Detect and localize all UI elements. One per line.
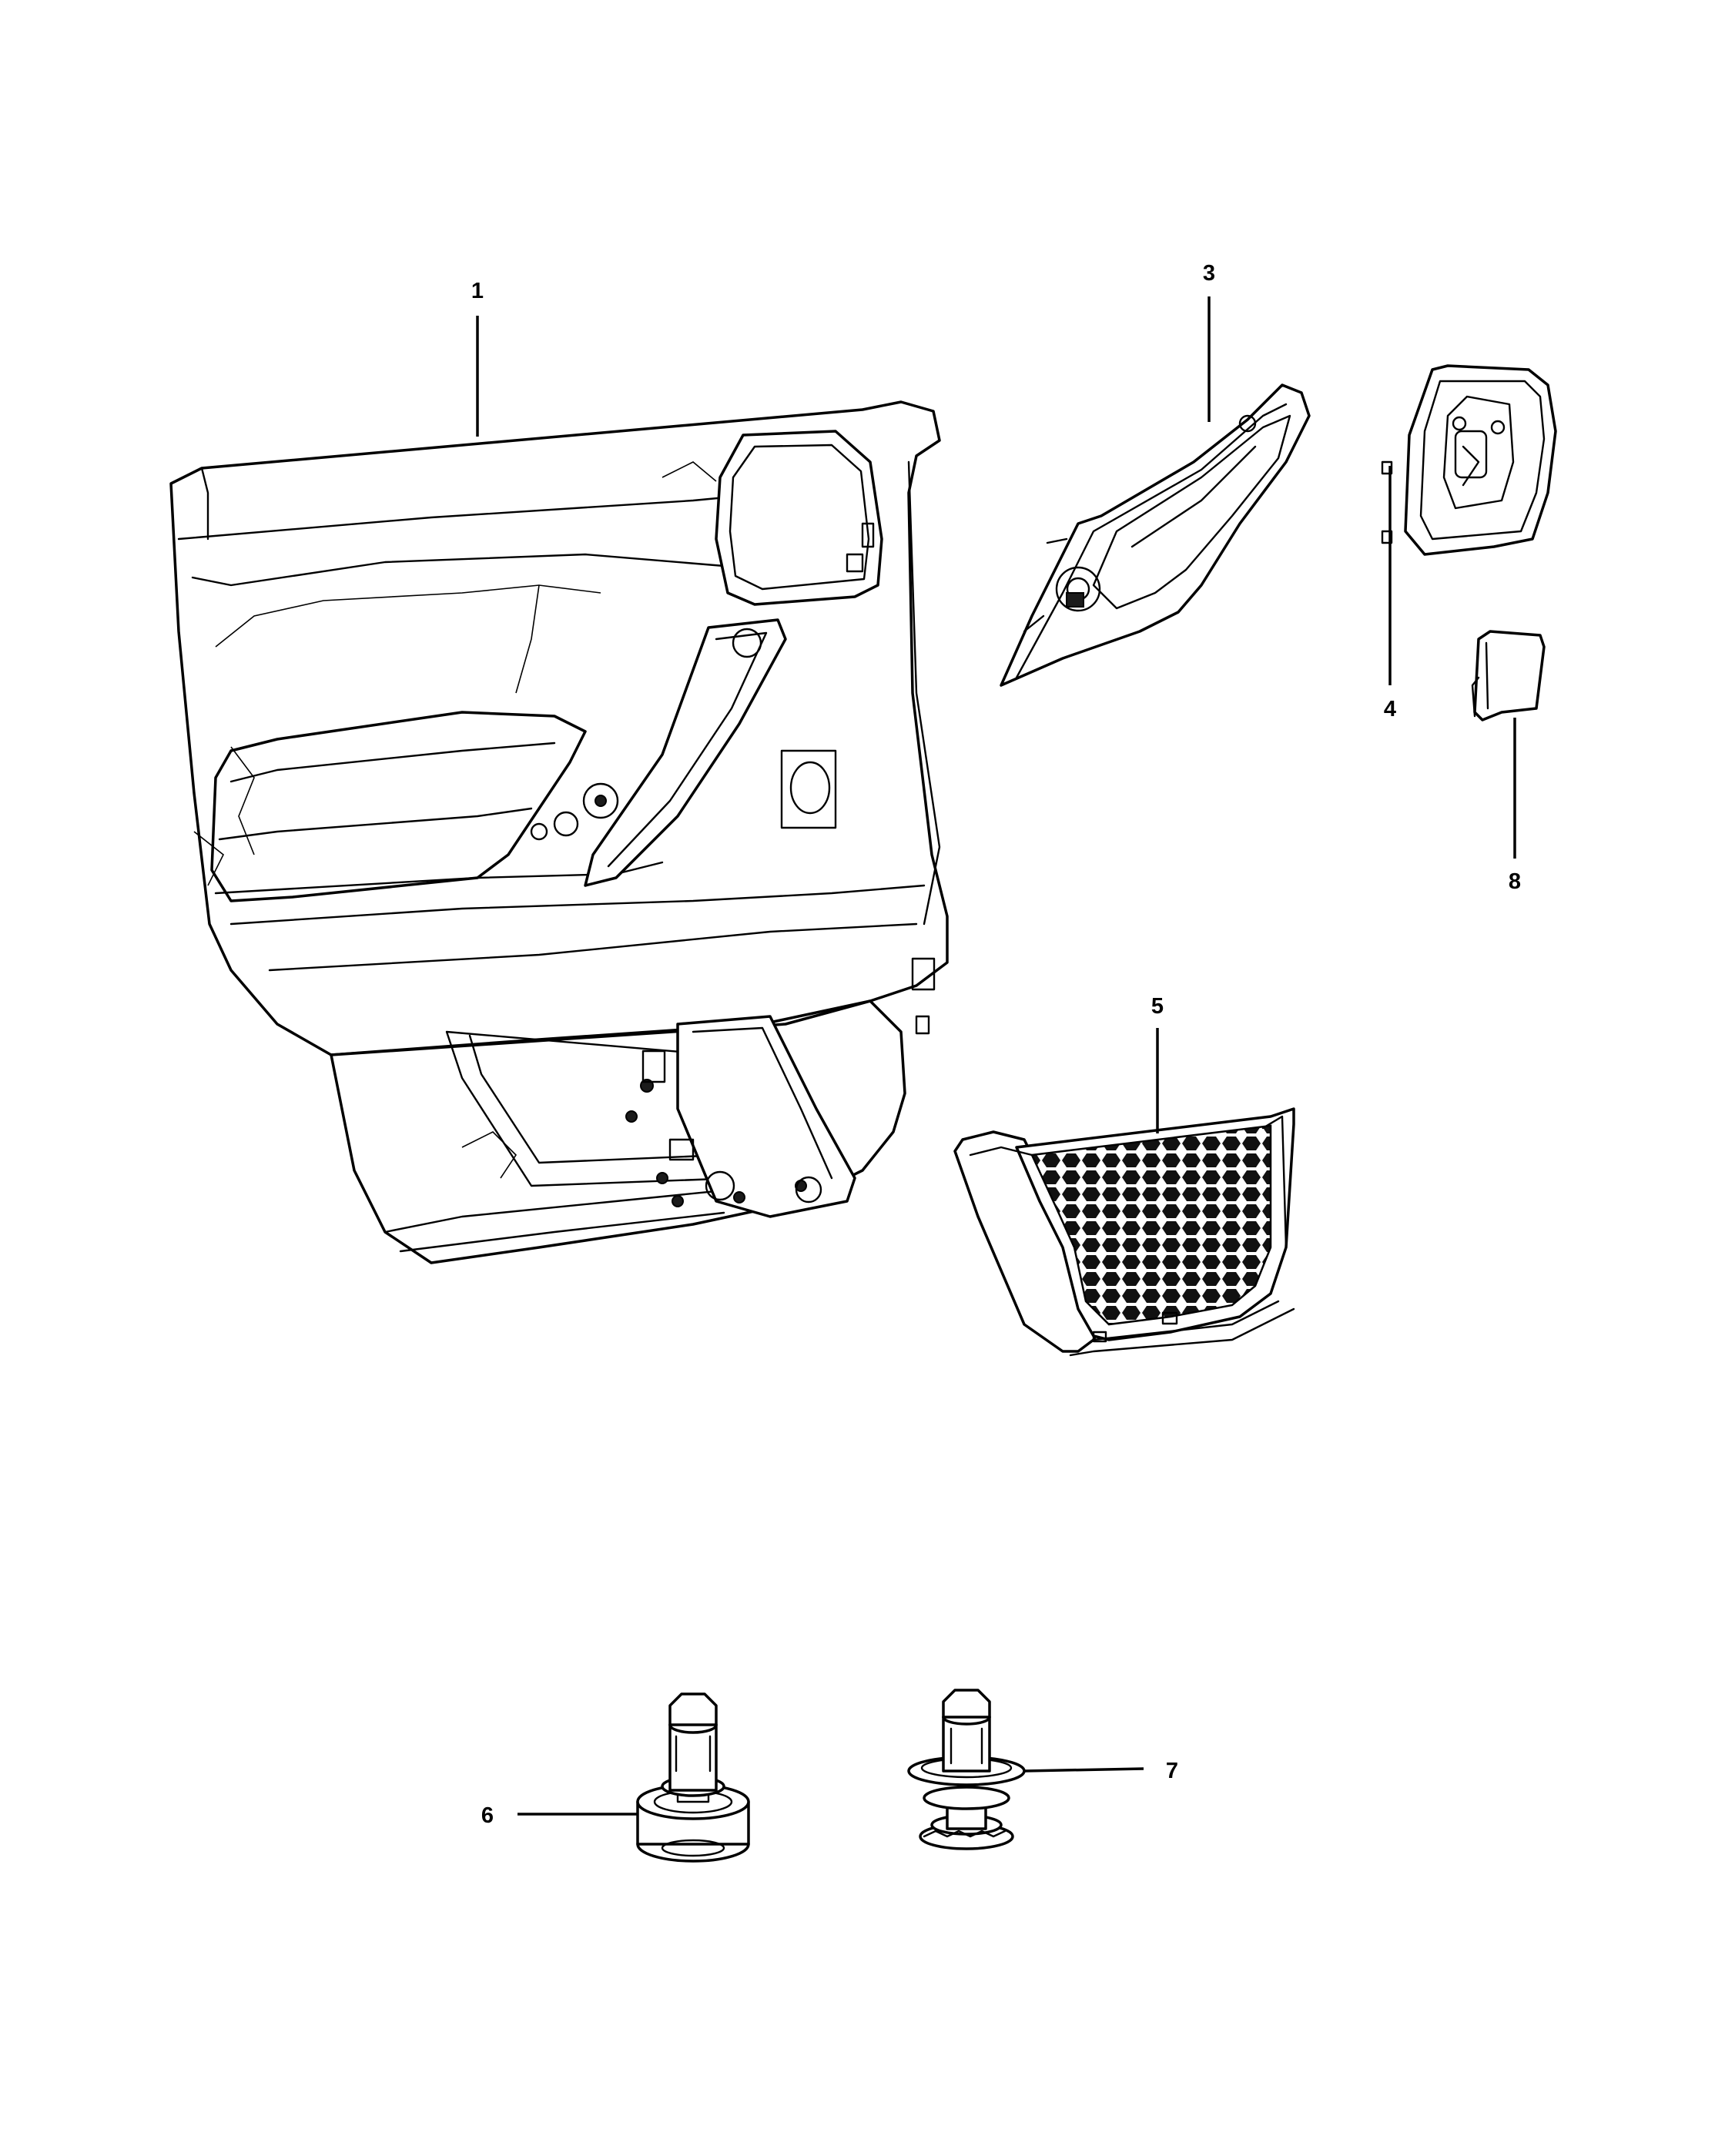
push-pin-fastener-6 xyxy=(636,1692,750,1863)
map-pocket-net xyxy=(953,1107,1295,1357)
small-cover xyxy=(1471,630,1546,721)
callout-labels: 1 3 4 5 6 7 8 xyxy=(471,261,1521,1828)
callout-7: 7 xyxy=(1166,1759,1178,1783)
callout-1: 1 xyxy=(471,279,484,303)
switch-bezel xyxy=(1381,364,1557,556)
callout-6: 6 xyxy=(481,1803,494,1828)
pull-handle-bezel xyxy=(1000,383,1311,687)
callout-4: 4 xyxy=(1384,697,1396,721)
callout-5: 5 xyxy=(1151,994,1164,1019)
callout-3: 3 xyxy=(1203,261,1215,286)
leader-lines xyxy=(476,296,1516,1816)
leader-line-7 xyxy=(1023,1767,1144,1773)
door-trim-panel xyxy=(169,400,949,1264)
clip-fastener-7 xyxy=(907,1689,1026,1850)
callout-8: 8 xyxy=(1509,869,1521,894)
